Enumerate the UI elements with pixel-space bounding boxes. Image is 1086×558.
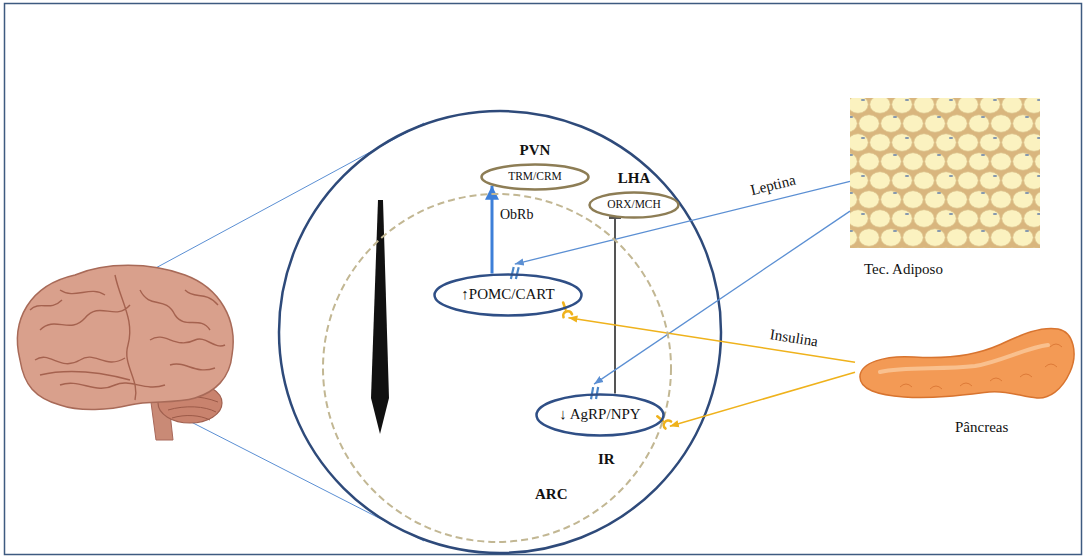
nucleus-region: ARC ↑POMC/CART ↓ AgRP/NPY [322,193,672,543]
node-text: ↓ AgRP/NPY [559,406,640,423]
node-text: ORX/MCH [607,198,661,211]
edge-label: Insulina [769,326,819,350]
organ-node: Pâncreas [855,322,1077,406]
hormone-arrow [594,211,850,384]
node-text: Pâncreas [955,419,1008,436]
neuron-ellipse: ↑POMC/CART [433,273,583,317]
receptor-label: IR [598,451,615,468]
pancreas-illustration [860,328,1074,398]
neuron-ellipse: ↓ AgRP/NPY [535,393,665,437]
node-text: ↑POMC/CART [461,286,554,303]
node-text: PVN [520,142,551,160]
node-text: Tec. Adiposo [864,261,943,278]
region-outline [322,193,672,543]
nucleus-ellipse: PVN TRM/CRM [480,142,590,191]
adipose-illustration [850,98,1040,248]
inhibition-line [614,218,616,394]
edge-label: Leptina [748,172,797,200]
hormone-arrow [670,372,855,426]
hormone-arrow [515,181,850,264]
node-text: TRM/CRM [508,170,562,183]
brain-illustration [17,265,233,440]
zoom-circle [279,111,721,553]
frame [5,4,1082,555]
node-text: LHA [618,170,651,188]
ventricle-shape [371,200,389,434]
node-text: ARC [535,486,568,503]
receptor-label: ObRb [500,207,533,223]
receptor-symbol [591,387,599,399]
nucleus-ellipse: LHA ORX/MCH [588,170,680,219]
tissue-node: Tec. Adiposo [850,98,1040,278]
hormone-arrow [568,318,855,363]
stimulation-arrow [491,186,494,274]
receptor-symbol [511,267,519,279]
